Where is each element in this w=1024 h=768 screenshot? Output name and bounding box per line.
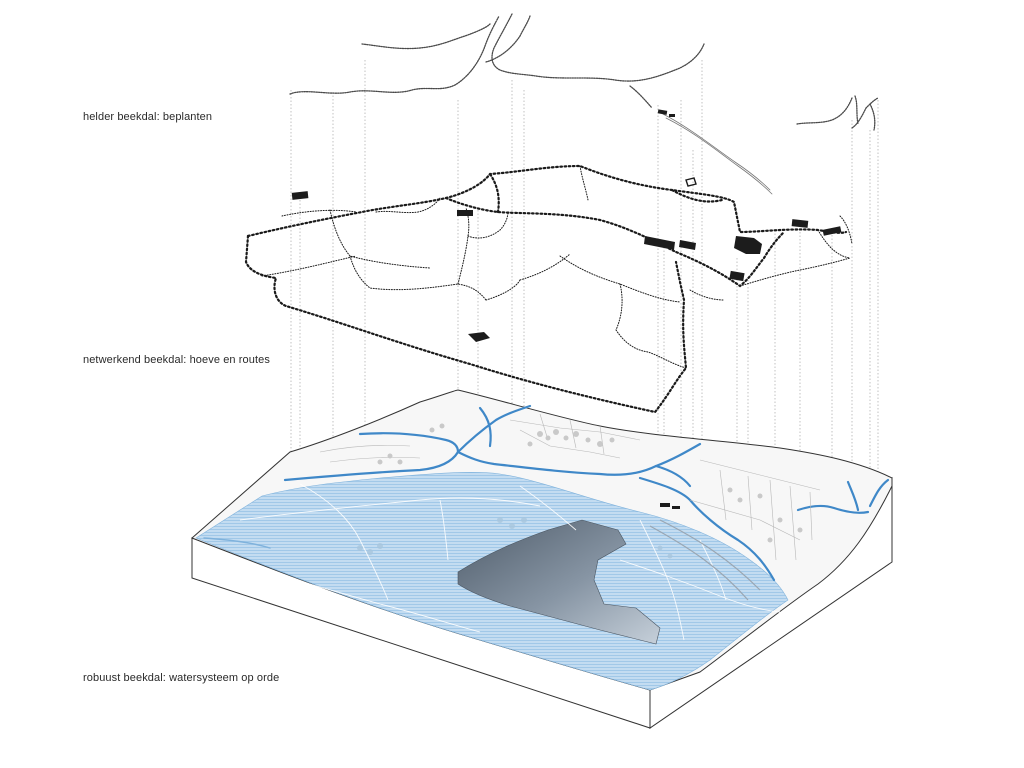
layer-label-farm-routes: netwerkend beekdal: hoeve en routes — [83, 354, 270, 366]
layer-label-water-system: robuust beekdal: watersysteem op orde — [83, 672, 280, 684]
planting-buildings — [657, 109, 675, 117]
terrain-block — [191, 389, 893, 729]
farm-buildings — [291, 177, 842, 342]
routes-layer — [244, 164, 853, 414]
layer-label-planting: helder beekdal: beplanten — [83, 111, 213, 123]
planting-layer — [289, 13, 879, 195]
